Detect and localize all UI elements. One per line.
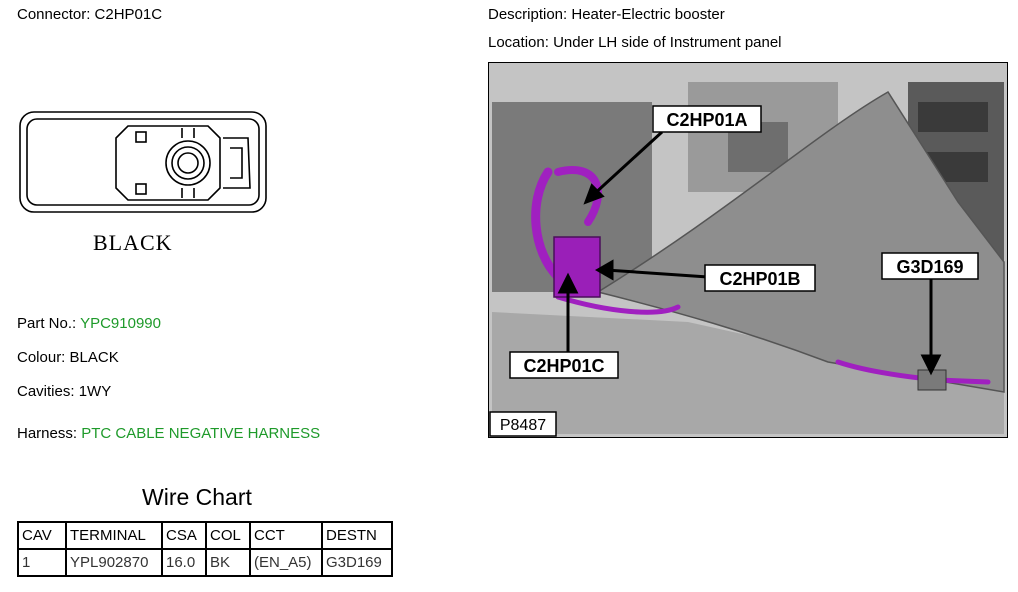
callout-c2hp01a: C2HP01A	[666, 110, 747, 130]
cell-col: BK	[205, 548, 251, 577]
figure-id: P8487	[500, 417, 546, 434]
photo-floor	[492, 312, 1004, 434]
callout-g3d169: G3D169	[896, 257, 963, 277]
connector-latch-top	[135, 131, 147, 143]
description-value: Heater-Electric booster	[571, 6, 725, 23]
cell-destn: G3D169	[321, 548, 393, 577]
connector-inner-shell	[26, 118, 260, 206]
location-value: Under LH side of Instrument panel	[553, 34, 782, 51]
connector-colour-label: BLACK	[93, 230, 173, 255]
col-header-cct: CCT	[249, 521, 323, 550]
connector-face-drawing	[19, 111, 267, 213]
col-header-csa: CSA	[161, 521, 207, 550]
cavity-middle-ring	[171, 146, 205, 180]
connector-body	[115, 125, 221, 201]
callout-c2hp01b: C2HP01B	[719, 269, 800, 289]
cavities-label: Cavities:	[17, 383, 75, 400]
colour-line: Colour: BLACK	[17, 349, 119, 367]
callout-c2hp01c: C2HP01C	[523, 356, 604, 376]
photo-switch-block	[918, 102, 988, 132]
cavities-value: 1WY	[78, 383, 112, 400]
col-header-cav: CAV	[17, 521, 67, 550]
wire-chart-header-row: CAV TERMINAL CSA COL CCT DESTN	[17, 521, 393, 550]
cell-csa: 16.0	[161, 548, 207, 577]
cavity-keys	[181, 128, 195, 198]
location-label: Location:	[488, 34, 549, 51]
connector-outer-shell	[19, 111, 267, 213]
connector-side-lock	[223, 137, 251, 189]
callout-c2hp01b-box	[704, 264, 816, 292]
wire-chart-table: CAV TERMINAL CSA COL CCT DESTN 1 YPL9028…	[17, 521, 393, 577]
cavity-1	[177, 152, 199, 174]
part-no-line: Part No.: YPC910990	[17, 315, 161, 333]
arrow-c2hp01b	[605, 268, 709, 279]
connector-line: Connector: C2HP01C	[17, 6, 162, 24]
harness-value: PTC CABLE NEGATIVE HARNESS	[81, 425, 321, 442]
part-no-value: YPC910990	[80, 315, 161, 332]
callout-c2hp01c-box	[509, 351, 619, 379]
table-row: 1 YPL902870 16.0 BK (EN_A5) G3D169	[17, 548, 393, 577]
connector-latch-bottom	[135, 183, 147, 195]
connector-value: C2HP01C	[94, 6, 163, 23]
col-header-col: COL	[205, 521, 251, 550]
cell-cav: 1	[17, 548, 67, 577]
colour-value: BLACK	[69, 349, 119, 366]
callout-g3d169-box	[881, 252, 979, 280]
wire-chart-title: Wire Chart	[142, 484, 252, 510]
location-line: Location: Under LH side of Instrument pa…	[488, 34, 782, 52]
part-no-label: Part No.:	[17, 315, 77, 332]
connector-label: Connector:	[17, 6, 91, 23]
cavity-outer-ring	[165, 140, 211, 186]
cavities-line: Cavities: 1WY	[17, 383, 111, 401]
photo-instrument-panel	[596, 90, 1005, 393]
description-label: Description:	[488, 6, 568, 23]
cell-terminal: YPL902870	[65, 548, 163, 577]
colour-label: Colour:	[17, 349, 66, 366]
location-photo: C2HP01A C2HP01B C2HP01C G3D169 P8487	[488, 62, 1008, 438]
arrow-c2hp01a	[590, 130, 664, 198]
col-header-terminal: TERMINAL	[65, 521, 163, 550]
cell-cct: (EN_A5)	[249, 548, 323, 577]
description-line: Description: Heater-Electric booster	[488, 6, 725, 24]
callout-c2hp01a-box	[652, 105, 762, 133]
harness-label: Harness:	[17, 425, 78, 442]
photo-harness	[531, 166, 991, 385]
figure-id-box	[489, 411, 557, 437]
harness-line: Harness: PTC CABLE NEGATIVE HARNESS	[17, 425, 320, 443]
connector-side-lock-inner	[230, 147, 243, 179]
col-header-destn: DESTN	[321, 521, 393, 550]
